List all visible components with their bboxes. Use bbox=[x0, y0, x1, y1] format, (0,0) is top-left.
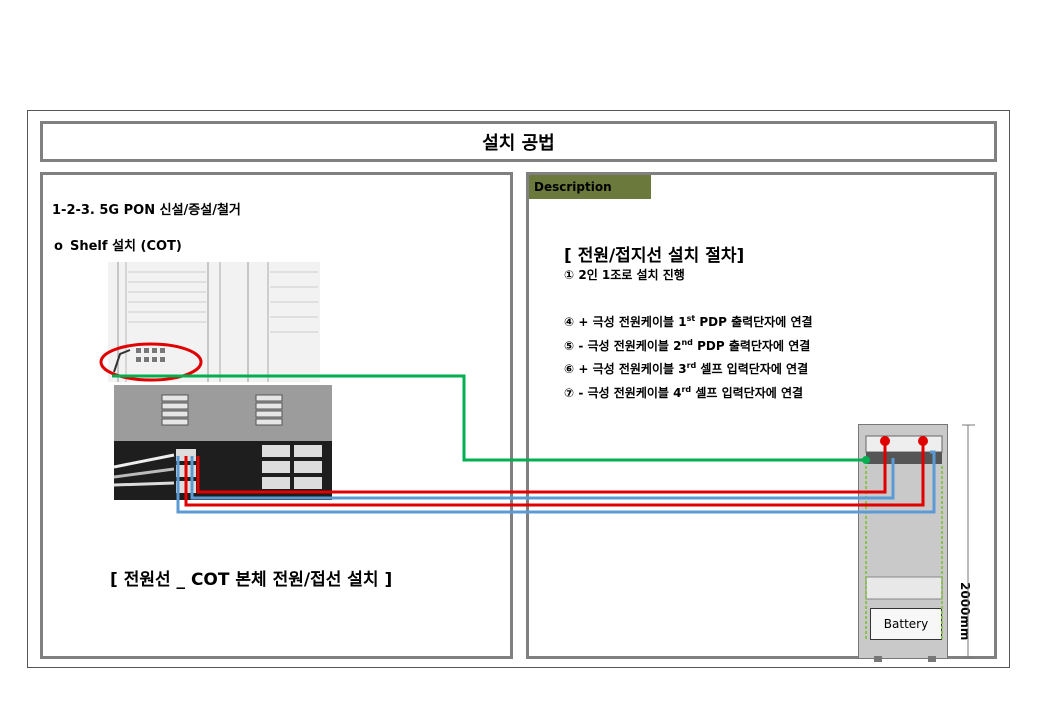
negative-cable-outer bbox=[176, 450, 936, 514]
shelf-label-text: Shelf 설치 (COT) bbox=[70, 239, 182, 254]
rack-foot-right bbox=[928, 656, 936, 662]
positive-endpoint-2 bbox=[918, 436, 928, 446]
step-5: ⑤ - 극성 전원케이블 2nd PDP 출력단자에 연결 bbox=[564, 338, 811, 353]
page-title: 설치 공법 bbox=[40, 121, 997, 162]
section-subtitle: 1-2-3. 5G PON 신설/증설/철거 bbox=[52, 203, 241, 218]
terminal-photo bbox=[114, 385, 332, 500]
caption: [ 전원선 _ COT 본체 전원/접선 설치 ] bbox=[110, 570, 393, 590]
shelf-label: o Shelf 설치 (COT) bbox=[54, 235, 182, 254]
description-tab: Description bbox=[529, 175, 651, 199]
positive-endpoint-1 bbox=[880, 436, 890, 446]
positive-cable-inner bbox=[196, 441, 887, 494]
shelf-drawing bbox=[108, 262, 320, 382]
step-6: ⑥ + 극성 전원케이블 3rd 셀프 입력단자에 연결 bbox=[564, 361, 809, 376]
shelf-photo bbox=[108, 262, 320, 382]
step-4: ④ + 극성 전원케이블 1st PDP 출력단자에 연결 bbox=[564, 314, 813, 329]
battery-box: Battery bbox=[870, 608, 942, 640]
pdp-unit bbox=[865, 435, 943, 453]
positive-cable-outer bbox=[184, 441, 925, 507]
step-1: ① 2인 1조로 설치 진행 bbox=[564, 268, 685, 282]
rack-foot-left bbox=[874, 656, 882, 662]
highlight-circle bbox=[99, 342, 203, 382]
ground-cable bbox=[112, 374, 866, 462]
blank-area bbox=[657, 596, 741, 626]
procedure-heading: [ 전원/접지선 설치 절차] bbox=[564, 246, 745, 266]
step-7: ⑦ - 극성 전원케이블 4rd 셀프 입력단자에 연결 bbox=[564, 385, 804, 400]
rack-tray bbox=[865, 576, 943, 600]
bullet-marker: o bbox=[54, 239, 63, 254]
negative-cable-inner bbox=[190, 456, 895, 500]
ground-endpoint bbox=[862, 456, 870, 464]
shelf-unit bbox=[866, 452, 942, 464]
